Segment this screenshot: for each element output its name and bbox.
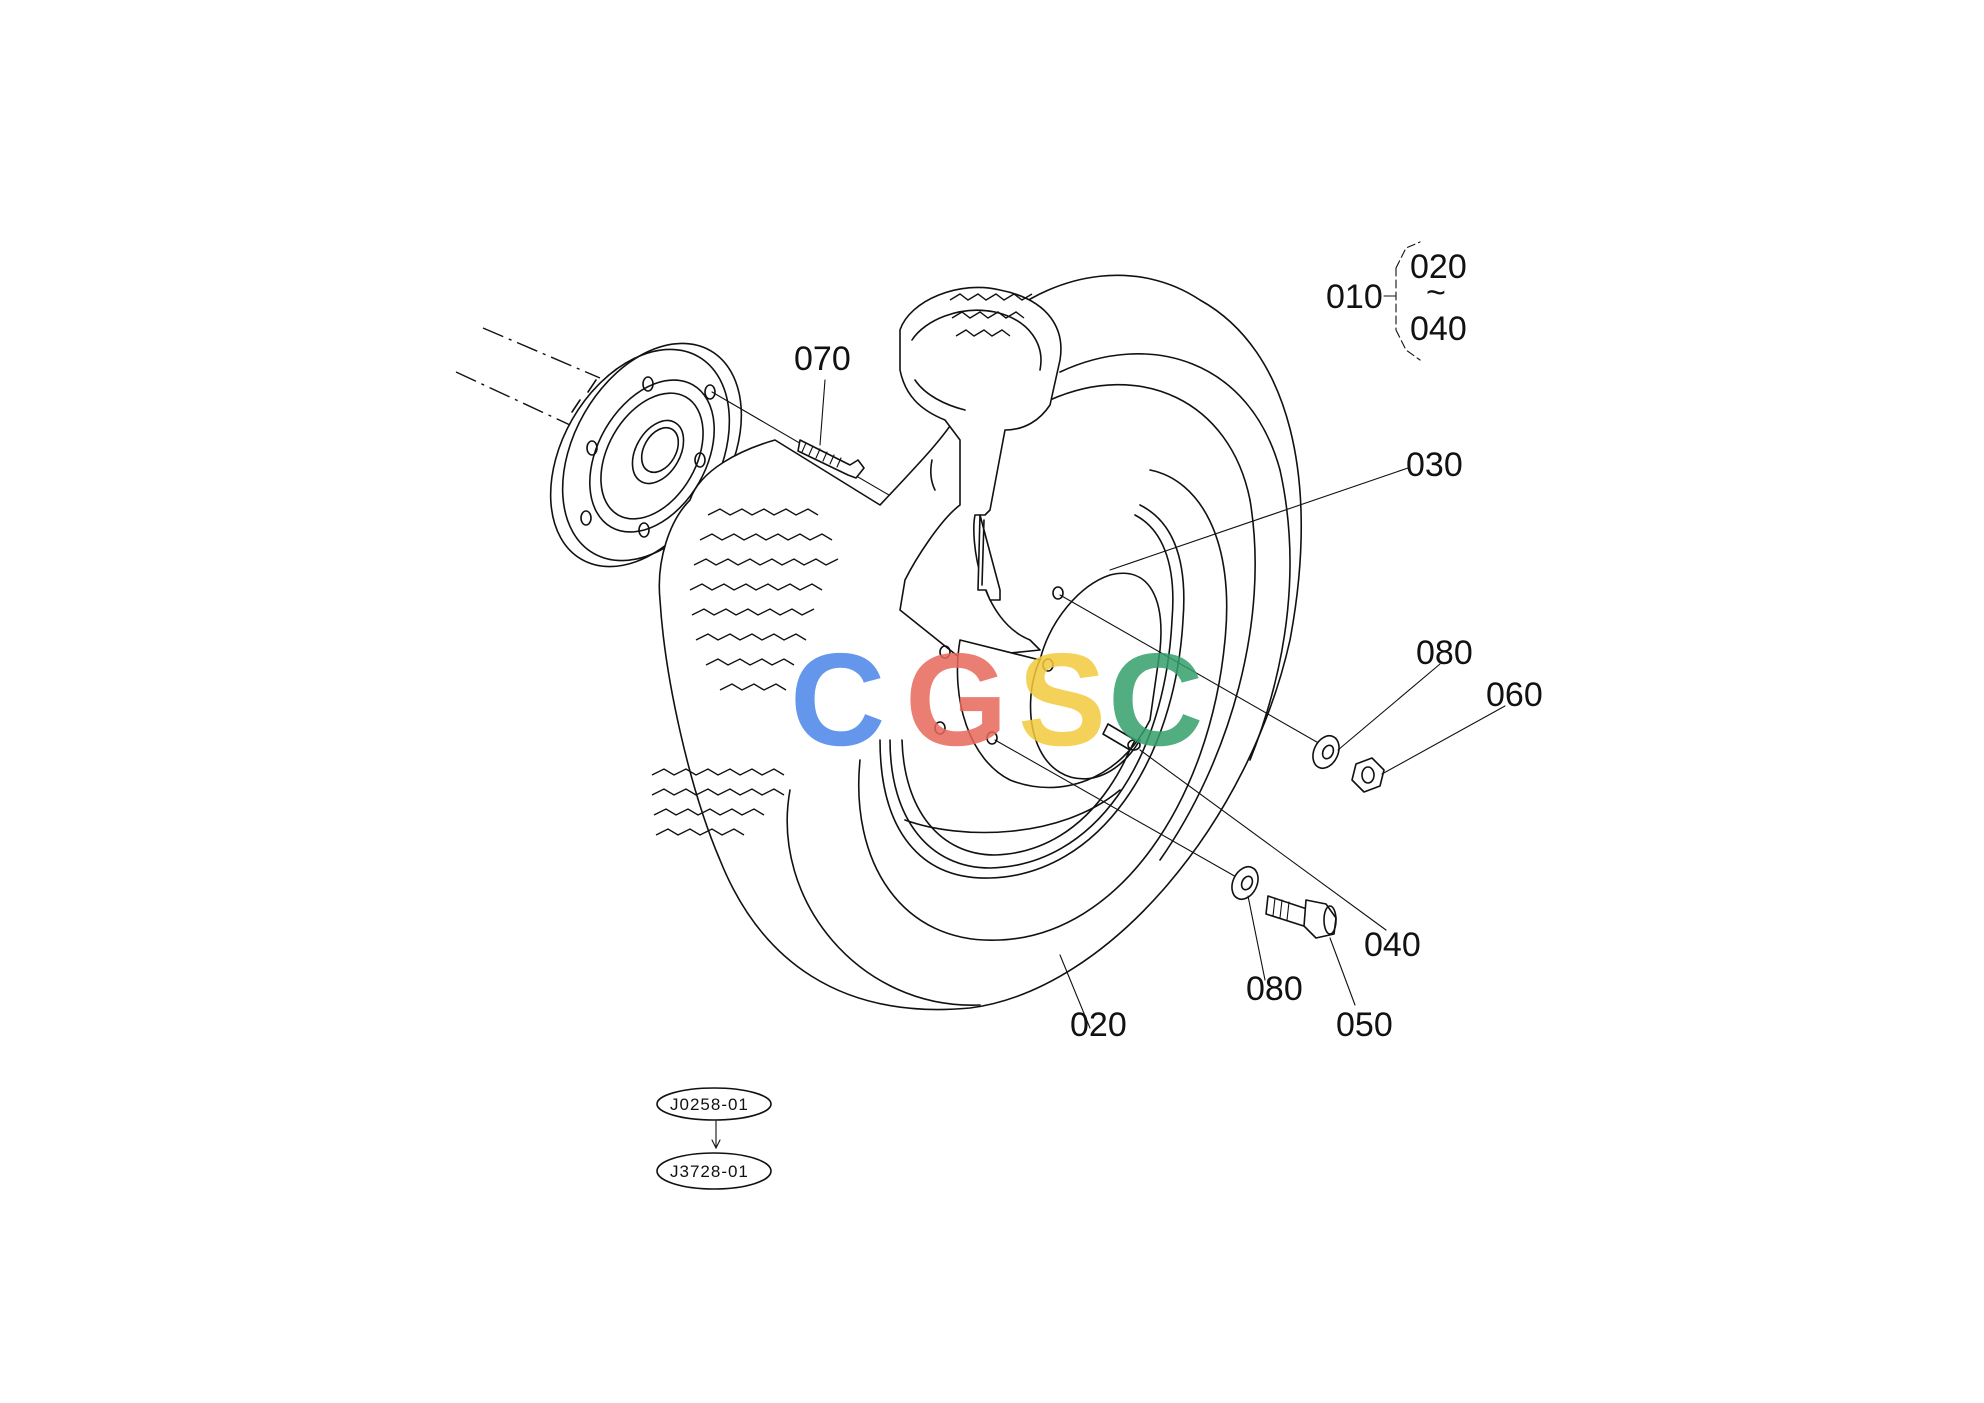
callout-010: 010 [1326, 278, 1383, 316]
callout-range-mark: ~ [1426, 274, 1446, 312]
watermark-letter: S [1018, 626, 1106, 773]
tire-cutaway-section [899, 286, 1062, 659]
callout-030: 030 [1406, 446, 1463, 484]
watermark-letter: C [790, 626, 885, 773]
wheel-stud [797, 439, 865, 479]
callout-labels: 010 020 ~ 040 070 030 080 060 040 080 05… [794, 248, 1543, 1044]
reference-new-code: J3728-01 [670, 1162, 749, 1181]
watermark-letter: C [1108, 626, 1203, 773]
watermark-letter: G [905, 626, 1008, 773]
valve [1102, 723, 1141, 751]
callout-020: 020 [1070, 1006, 1127, 1044]
lug-nut [1351, 757, 1385, 793]
axle-shaft [455, 327, 601, 426]
tread-pattern-front [689, 508, 839, 691]
callout-060: 060 [1486, 676, 1543, 714]
tread-pattern-lower [651, 768, 785, 836]
callout-040: 040 [1364, 926, 1421, 964]
callout-070: 070 [794, 340, 851, 378]
revision-reference: J0258-01 J3728-01 [656, 1087, 772, 1190]
cgsc-watermark: C G S C [790, 626, 1203, 773]
callout-040-range-end: 040 [1410, 310, 1467, 348]
hex-bolt [1265, 895, 1337, 939]
callout-020-range-start: 020 [1410, 248, 1467, 286]
reference-old-code: J0258-01 [670, 1095, 749, 1114]
callout-050: 050 [1336, 1006, 1393, 1044]
washer-right [1312, 734, 1340, 770]
leader-lines [819, 241, 1506, 1029]
callout-080-right: 080 [1416, 634, 1473, 672]
washer-bottom [1231, 865, 1259, 901]
callout-080-bottom: 080 [1246, 970, 1303, 1008]
